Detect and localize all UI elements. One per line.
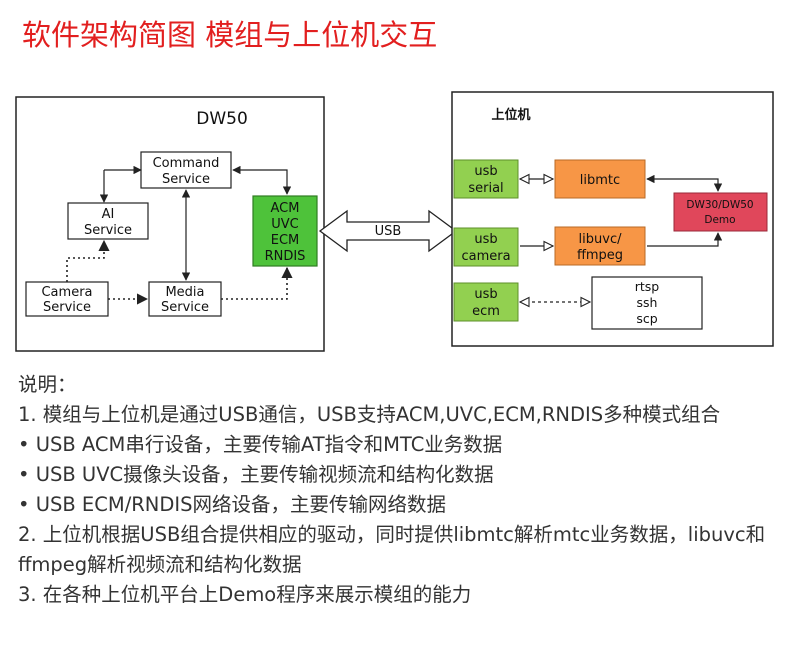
protocol-ssh: ssh <box>637 295 658 310</box>
demo-box: DW30/DW50 Demo <box>673 192 768 232</box>
media-service-label-1: Media <box>165 285 204 300</box>
command-service-box: Command Service <box>140 151 232 189</box>
protocol-rtsp: rtsp <box>635 279 660 294</box>
usb-camera-label-2: camera <box>461 249 510 264</box>
note-line-3: • USB UVC摄像头设备，主要传输视频流和结构化数据 <box>18 463 494 486</box>
connector-camera-ai <box>66 239 110 282</box>
notes-section: 说明： 1. 模组与上位机是通过USB通信，USB支持ACM,UVC,ECM,R… <box>18 370 778 610</box>
media-service-box: Media Service <box>148 281 222 317</box>
media-service-label-2: Service <box>161 300 209 315</box>
usb-ecm-label-2: ecm <box>472 304 500 319</box>
note-line-1: 1. 模组与上位机是通过USB通信，USB支持ACM,UVC,ECM,RNDIS… <box>18 403 721 426</box>
note-line-4: • USB ECM/RNDIS网络设备，主要传输网络数据 <box>18 493 447 516</box>
camera-service-box: Camera Service <box>25 281 109 317</box>
libuvc-label-1: libuvc/ <box>579 232 623 247</box>
note-line-2: • USB ACM串行设备，主要传输AT指令和MTC业务数据 <box>18 433 503 456</box>
usb-link-label: USB <box>375 224 402 239</box>
libmtc-box: libmtc <box>554 159 646 199</box>
usb-interface-box: ACM UVC ECM RNDIS <box>252 195 318 267</box>
usb-camera-box: usb camera <box>453 227 519 267</box>
interface-acm: ACM <box>271 201 300 216</box>
camera-service-label-1: Camera <box>41 285 92 300</box>
interface-rndis: RNDIS <box>265 249 306 264</box>
note-line-5: 2. 上位机根据USB组合提供相应的驱动，同时提供libmtc解析mtc业务数据… <box>18 523 766 576</box>
demo-label-2: Demo <box>704 214 735 226</box>
architecture-diagram: DW50 Command Service AI Service Camera S… <box>15 91 774 352</box>
host-label: 上位机 <box>491 107 530 123</box>
usb-ecm-label-1: usb <box>474 287 497 302</box>
interface-ecm: ECM <box>271 233 300 248</box>
command-service-label-2: Service <box>162 172 210 187</box>
usb-serial-box: usb serial <box>453 159 519 199</box>
connector-media-interface <box>221 266 293 300</box>
interface-uvc: UVC <box>271 217 299 232</box>
command-service-label-1: Command <box>153 156 220 171</box>
ai-service-label-1: AI <box>102 207 115 222</box>
usb-serial-label-2: serial <box>468 181 503 196</box>
ai-service-label-2: Service <box>84 223 132 238</box>
usb-serial-label-1: usb <box>474 164 497 179</box>
connector-command-interface <box>232 165 292 195</box>
connector-libuvc-demo <box>647 232 723 247</box>
notes-heading: 说明： <box>18 373 77 396</box>
libuvc-ffmpeg-box: libuvc/ ffmpeg <box>554 226 646 266</box>
usb-ecm-box: usb ecm <box>453 282 519 322</box>
protocol-scp: scp <box>636 311 657 326</box>
ai-service-box: AI Service <box>67 202 149 240</box>
protocols-box: rtsp ssh scp <box>591 276 703 330</box>
camera-service-label-2: Service <box>43 300 91 315</box>
connector-libmtc-demo <box>646 174 723 192</box>
libmtc-label: libmtc <box>580 173 620 188</box>
page-title: 软件架构简图 模组与上位机交互 <box>22 18 438 52</box>
libuvc-label-2: ffmpeg <box>577 248 623 263</box>
note-line-6: 3. 在各种上位机平台上Demo程序来展示模组的能力 <box>18 583 472 606</box>
usb-camera-label-1: usb <box>474 232 497 247</box>
demo-label-1: DW30/DW50 <box>686 199 753 211</box>
module-label: DW50 <box>196 109 248 129</box>
